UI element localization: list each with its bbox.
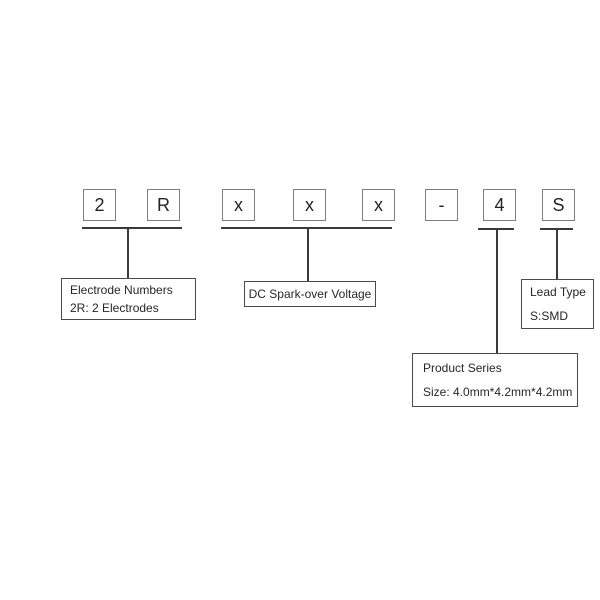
dc-sparkover-voltage-title: DC Spark-over Voltage bbox=[248, 287, 372, 301]
lead-type-title: Lead Type bbox=[530, 285, 586, 299]
connector-series bbox=[496, 230, 498, 353]
code-box-series-digit: 4 bbox=[483, 189, 516, 221]
connector-lead bbox=[556, 230, 558, 280]
underline-voltage-group bbox=[221, 227, 392, 229]
code-box-electrode-digit: 2 bbox=[83, 189, 116, 221]
product-series-title: Product Series bbox=[423, 361, 502, 375]
code-box-voltage-x3: x bbox=[362, 189, 395, 221]
callout-electrode-numbers: Electrode Numbers 2R: 2 Electrodes bbox=[61, 278, 196, 320]
electrode-numbers-title: Electrode Numbers bbox=[70, 283, 173, 297]
lead-type-detail: S:SMD bbox=[530, 309, 569, 323]
connector-electrode bbox=[127, 229, 129, 278]
underline-electrode-group bbox=[82, 227, 182, 229]
code-box-lead-letter: S bbox=[542, 189, 575, 221]
product-series-detail: Size: 4.0mm*4.2mm*4.2mm bbox=[423, 385, 573, 399]
connector-voltage bbox=[307, 229, 309, 281]
code-box-voltage-x2: x bbox=[293, 189, 326, 221]
callout-product-series: Product Series Size: 4.0mm*4.2mm*4.2mm bbox=[412, 353, 578, 407]
code-box-hyphen: - bbox=[425, 189, 458, 221]
electrode-numbers-detail: 2R: 2 Electrodes bbox=[70, 301, 159, 315]
callout-dc-sparkover-voltage: DC Spark-over Voltage bbox=[244, 281, 376, 307]
code-box-electrode-letter: R bbox=[147, 189, 180, 221]
code-box-voltage-x1: x bbox=[222, 189, 255, 221]
callout-lead-type: Lead Type S:SMD bbox=[521, 279, 594, 329]
underline-series-group bbox=[478, 228, 514, 230]
underline-lead-group bbox=[540, 228, 573, 230]
